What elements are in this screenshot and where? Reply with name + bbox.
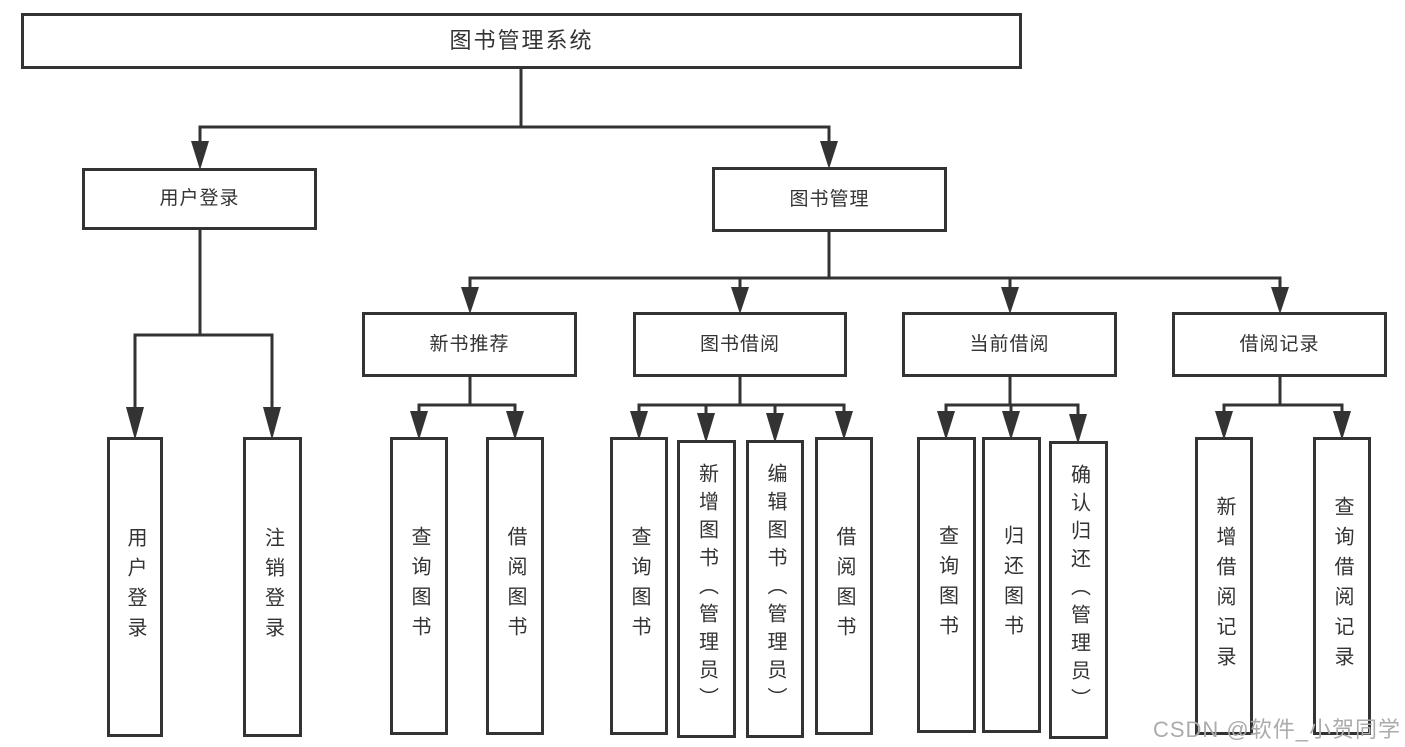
node-new-book-recommendation: 新书推荐	[362, 312, 577, 377]
leaf-edit-books-admin: 编辑图书（管理员）	[746, 440, 804, 738]
node-label: 图书借阅	[699, 333, 780, 355]
node-label: 借阅记录	[1239, 333, 1320, 355]
connector-arrows	[126, 127, 1351, 444]
leaf-query-borrow-record: 查询借阅记录	[1313, 437, 1371, 735]
node-label: 用户登录	[159, 188, 240, 210]
leaf-user-login: 用户登录	[107, 437, 163, 737]
node-current-borrowing: 当前借阅	[902, 312, 1117, 377]
node-library-management-system: 图书管理系统	[21, 13, 1022, 69]
node-book-borrowing: 图书借阅	[633, 312, 847, 377]
leaf-logout: 注销登录	[243, 437, 302, 737]
leaf-confirm-return-admin: 确认归还（管理员）	[1049, 441, 1108, 739]
leaf-borrow-books-borrow: 借阅图书	[815, 437, 873, 735]
leaf-query-books-borrow: 查询图书	[610, 437, 668, 735]
node-book-management: 图书管理	[712, 167, 947, 232]
connector-lines	[133, 69, 1344, 407]
leaf-query-books-newbook: 查询图书	[390, 437, 448, 735]
leaf-borrow-books-newbook: 借阅图书	[486, 437, 544, 735]
node-user-login: 用户登录	[82, 168, 317, 230]
leaf-add-borrow-record: 新增借阅记录	[1195, 437, 1253, 735]
node-borrowing-records: 借阅记录	[1172, 312, 1387, 377]
csdn-watermark: CSDN @软件_小贺同学	[1152, 717, 1401, 742]
node-label: 当前借阅	[969, 333, 1050, 355]
leaf-add-books-admin: 新增图书（管理员）	[677, 440, 736, 738]
node-label: 图书管理	[789, 188, 870, 210]
node-label: 新书推荐	[429, 333, 510, 355]
leaf-return-books: 归还图书	[982, 437, 1041, 733]
leaf-query-books-current: 查询图书	[917, 437, 976, 733]
node-label: 图书管理系统	[449, 28, 594, 54]
